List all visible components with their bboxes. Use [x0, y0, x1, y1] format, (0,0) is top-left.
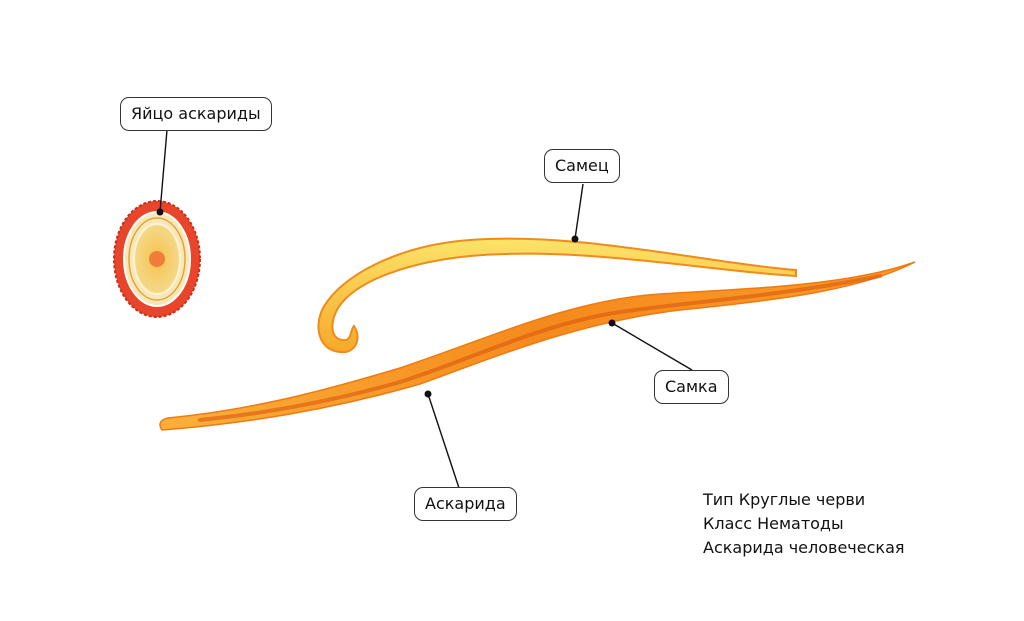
label-female: Самка [654, 370, 729, 404]
leader-lines [159, 129, 693, 489]
info-class: Класс Нематоды [703, 514, 844, 533]
male-worm [317, 237, 797, 354]
label-ascaris: Аскарида [414, 487, 517, 521]
female-worm [159, 261, 916, 431]
info-species: Аскарида человеческая [703, 538, 905, 557]
ascaris-egg [113, 200, 201, 318]
leader-egg [159, 129, 168, 213]
leader-male [574, 183, 584, 240]
leader-ascaris [427, 393, 460, 489]
egg-nucleus [149, 251, 165, 267]
taxonomy-info: Тип Круглые черви Класс Нематоды Аскарид… [703, 488, 905, 560]
leader-female [611, 322, 693, 371]
label-male: Самец [544, 149, 620, 183]
label-egg: Яйцо аскариды [120, 97, 272, 131]
info-phylum: Тип Круглые черви [703, 490, 866, 509]
leader-dots [156, 208, 616, 398]
